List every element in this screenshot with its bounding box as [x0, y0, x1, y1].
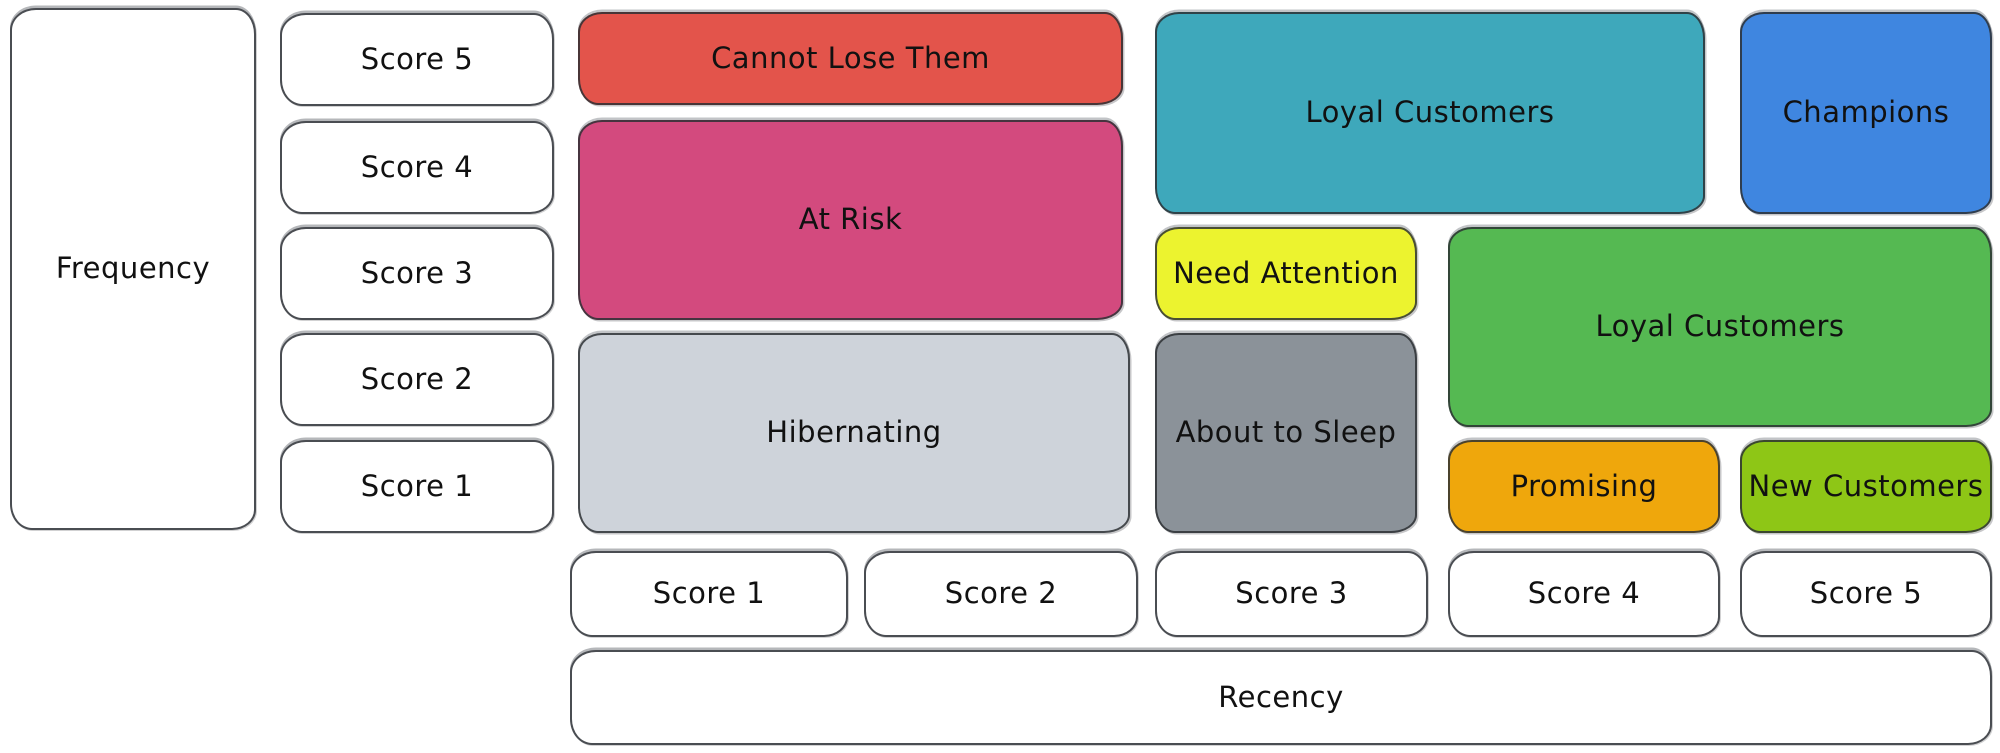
- segment-at-risk: At Risk: [578, 120, 1123, 320]
- recency-score-5-text: Score 5: [1809, 576, 1923, 611]
- segment-need-attention-text: Need Attention: [1173, 255, 1399, 290]
- segment-loyal-customers-mid: Loyal Customers: [1448, 227, 1992, 427]
- segment-loyal-customers-top-text: Loyal Customers: [1305, 95, 1555, 130]
- recency-axis-label: Recency: [570, 650, 1992, 745]
- segment-hibernating: Hibernating: [578, 333, 1130, 533]
- segment-cannot-lose-them-text: Cannot Lose Them: [711, 40, 990, 75]
- recency-score-2: Score 2: [864, 551, 1138, 637]
- frequency-score-4: Score 4: [280, 121, 554, 214]
- frequency-score-2-text: Score 2: [360, 361, 474, 396]
- recency-score-3: Score 3: [1155, 551, 1428, 637]
- segment-cannot-lose-them: Cannot Lose Them: [578, 12, 1123, 105]
- recency-score-5: Score 5: [1740, 551, 1992, 637]
- segment-about-to-sleep: About to Sleep: [1155, 333, 1417, 533]
- recency-axis-text: Recency: [1218, 679, 1344, 714]
- segment-new-customers: New Customers: [1740, 440, 1992, 533]
- segment-loyal-customers-mid-text: Loyal Customers: [1595, 309, 1845, 344]
- segment-need-attention: Need Attention: [1155, 227, 1417, 320]
- frequency-score-3-text: Score 3: [360, 255, 474, 290]
- recency-score-2-text: Score 2: [944, 576, 1058, 611]
- segment-champions: Champions: [1740, 12, 1992, 214]
- recency-score-1-text: Score 1: [652, 576, 766, 611]
- segment-about-to-sleep-text: About to Sleep: [1175, 415, 1397, 450]
- frequency-score-4-text: Score 4: [360, 149, 474, 184]
- frequency-score-5: Score 5: [280, 13, 554, 106]
- segment-promising: Promising: [1448, 440, 1720, 533]
- recency-score-1: Score 1: [570, 551, 848, 637]
- segment-new-customers-text: New Customers: [1748, 468, 1984, 503]
- frequency-score-2: Score 2: [280, 333, 554, 426]
- frequency-axis-text: Frequency: [55, 251, 211, 286]
- recency-score-4-text: Score 4: [1527, 576, 1641, 611]
- frequency-score-1: Score 1: [280, 440, 554, 533]
- frequency-axis-label: Frequency: [10, 8, 256, 530]
- frequency-score-1-text: Score 1: [360, 468, 474, 503]
- segment-loyal-customers-top: Loyal Customers: [1155, 12, 1705, 214]
- recency-score-4: Score 4: [1448, 551, 1720, 637]
- segment-promising-text: Promising: [1510, 468, 1658, 503]
- segment-hibernating-text: Hibernating: [766, 415, 942, 450]
- segment-champions-text: Champions: [1782, 95, 1950, 130]
- frequency-score-5-text: Score 5: [360, 41, 474, 76]
- segment-at-risk-text: At Risk: [798, 202, 903, 237]
- frequency-score-3: Score 3: [280, 227, 554, 320]
- recency-score-3-text: Score 3: [1235, 576, 1348, 611]
